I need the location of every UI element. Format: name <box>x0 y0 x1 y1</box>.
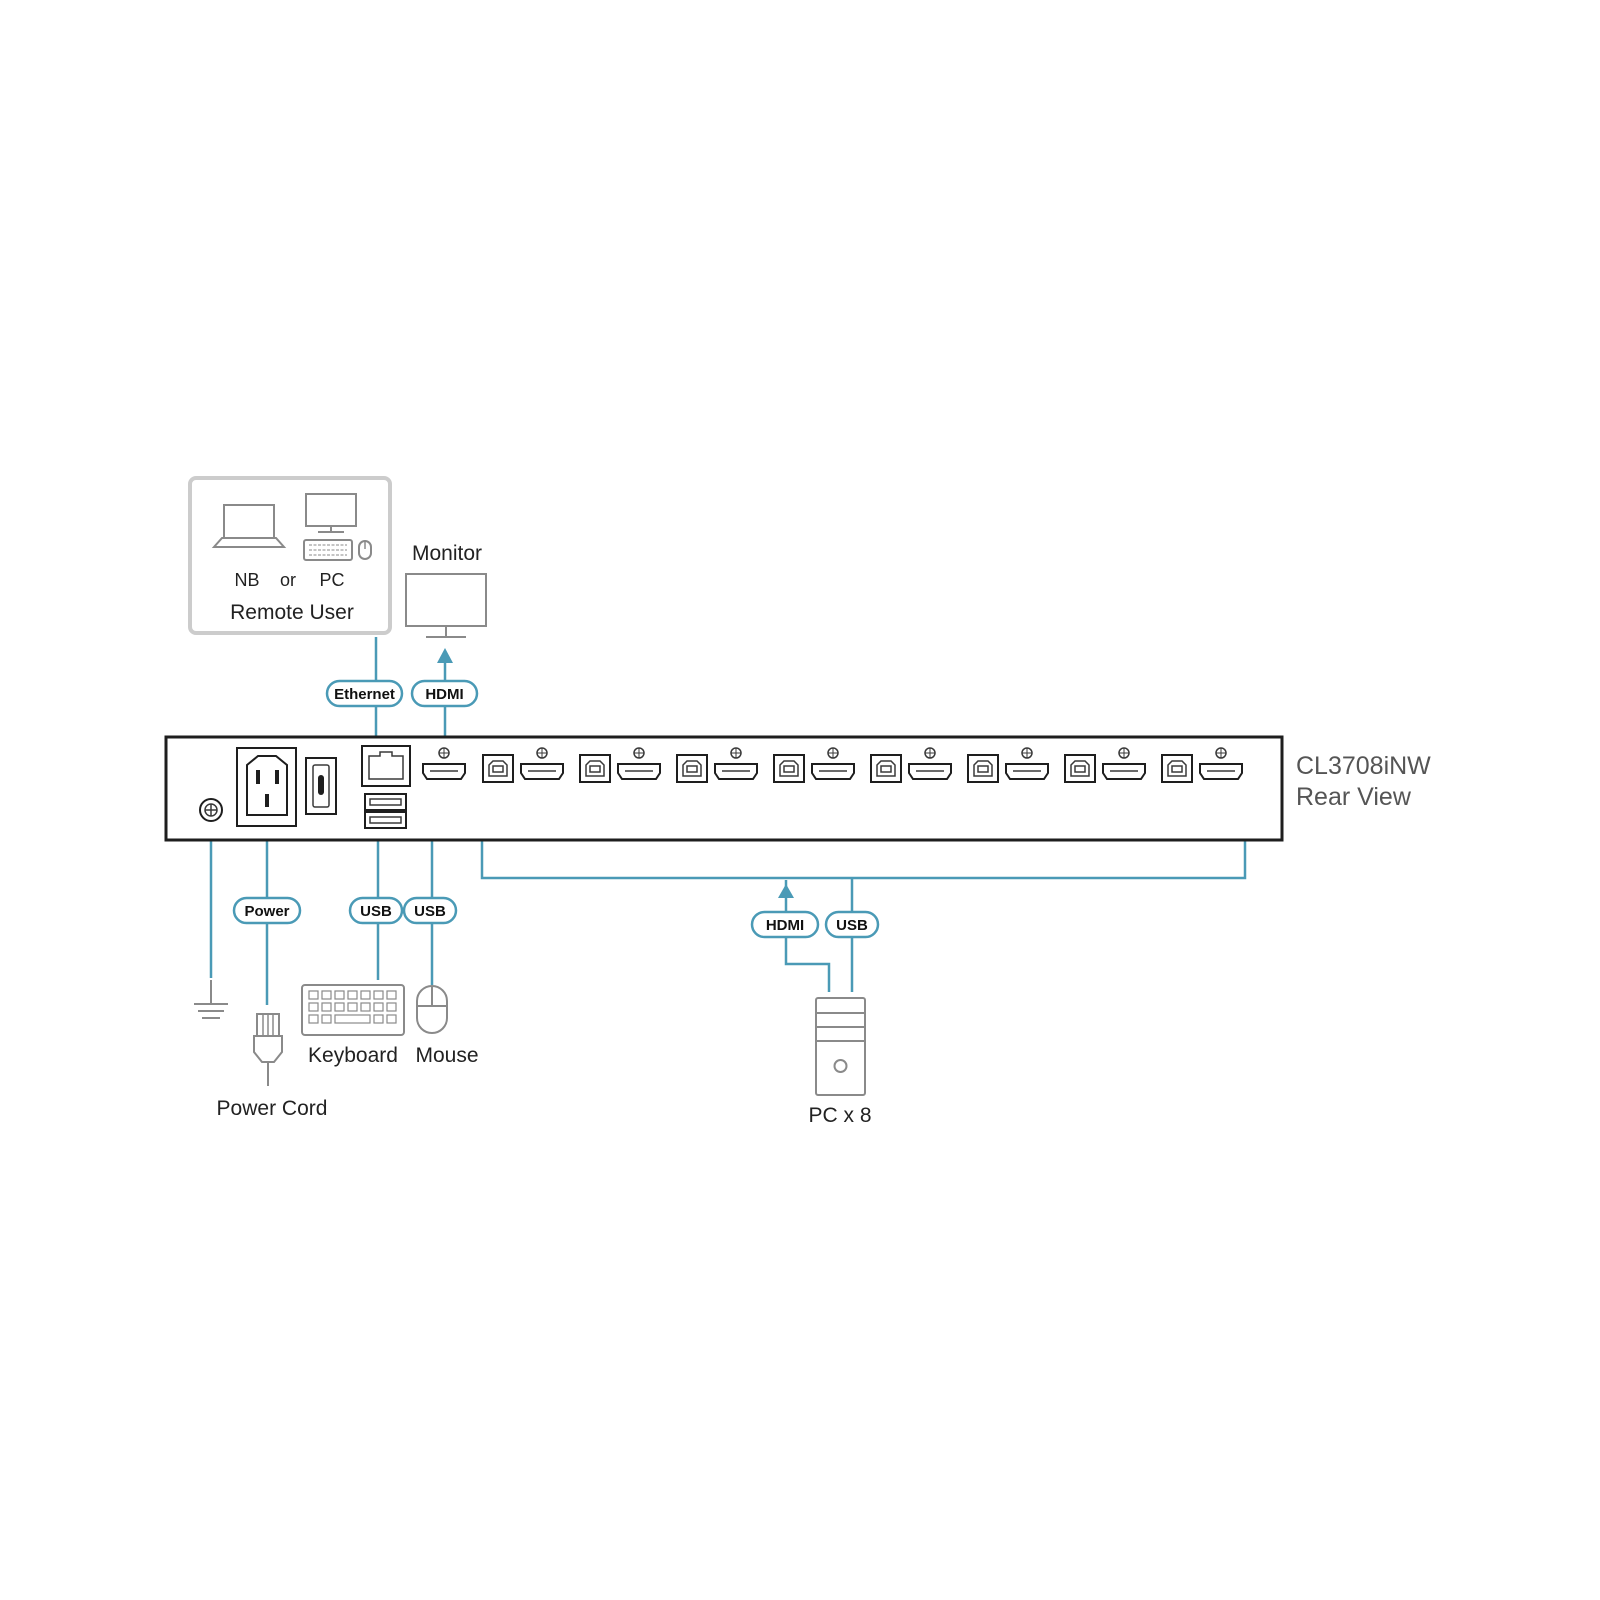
ethernet-port-icon <box>361 745 411 787</box>
power-inlet-icon <box>236 747 297 827</box>
keyboard-label: Keyboard <box>308 1044 398 1067</box>
power-cable-label: Power <box>232 896 302 925</box>
keyboard-key <box>373 990 384 1000</box>
usb-b-port-icon <box>676 754 708 783</box>
mouse-usb-cable-label: USB <box>402 896 458 925</box>
keyboard-icon <box>301 984 405 1036</box>
svg-text:HDMI: HDMI <box>766 917 804 934</box>
model-name: CL3708iNW <box>1296 752 1431 780</box>
hdmi-port-icon <box>811 747 855 780</box>
monitor-label: Monitor <box>412 542 482 565</box>
hdmi-port-icon <box>1005 747 1049 780</box>
pc-count-label: PC x 8 <box>808 1104 871 1127</box>
svg-text:Power: Power <box>244 903 289 920</box>
kvm-rear-panel <box>164 735 1284 842</box>
usb-b-port-icon <box>579 754 611 783</box>
hdmi-console-cable-label: HDMI <box>410 679 479 708</box>
laptop-icon <box>211 504 287 548</box>
or-label: or <box>280 570 296 590</box>
mouse-icon <box>416 985 448 1034</box>
hdmi-input-arrow-icon <box>778 884 794 898</box>
keyboard-key <box>386 1002 397 1012</box>
ground-symbol-icon <box>194 980 228 1019</box>
svg-text:USB: USB <box>836 917 868 934</box>
usb-b-port-icon <box>773 754 805 783</box>
kvm-port-5 <box>870 747 952 783</box>
mouse-label: Mouse <box>415 1044 478 1067</box>
keyboard-key <box>321 990 332 1000</box>
keyboard-key <box>373 1014 384 1024</box>
keyboard-usb-cable-label: USB <box>348 896 404 925</box>
kvm-port-7 <box>1064 747 1146 783</box>
hdmi-port-icon <box>908 747 952 780</box>
power-plug-icon <box>253 1013 283 1086</box>
hdmi-port-icon <box>1102 747 1146 780</box>
monitor-icon <box>405 573 487 638</box>
keyboard-key <box>308 1002 319 1012</box>
svg-text:USB: USB <box>414 903 446 920</box>
remote-user-panel: NB or PC Remote User <box>188 476 392 635</box>
nb-label: NB <box>234 570 259 590</box>
kvm-port-8 <box>1161 747 1243 783</box>
keyboard-key <box>334 990 345 1000</box>
keyboard-key <box>373 1002 384 1012</box>
keyboard-key <box>308 990 319 1000</box>
usb-b-port-icon <box>482 754 514 783</box>
kvm-port-3 <box>676 747 758 783</box>
keyboard-key <box>347 990 358 1000</box>
power-switch-icon <box>305 757 337 815</box>
keyboard-key <box>386 990 397 1000</box>
usb-b-port-icon <box>967 754 999 783</box>
desktop-pc-icon <box>303 493 372 561</box>
usb-b-port-icon <box>1064 754 1096 783</box>
usb-console-ports-icon <box>364 793 407 829</box>
ethernet-cable-label: Ethernet <box>325 679 404 708</box>
kvm-port-group <box>482 747 1243 783</box>
pc-label: PC <box>319 570 344 590</box>
remote-user-title: Remote User <box>230 601 354 624</box>
pc-hdmi-cable-label: HDMI <box>750 910 820 939</box>
keyboard-key <box>360 990 371 1000</box>
pc-usb-cable-label: USB <box>824 910 880 939</box>
hdmi-port-icon <box>714 747 758 780</box>
hdmi-port-icon <box>520 747 564 780</box>
keyboard-keys <box>308 990 397 1024</box>
keyboard-key <box>360 1002 371 1012</box>
pc-tower-icon <box>815 997 866 1096</box>
svg-text:USB: USB <box>360 903 392 920</box>
kvm-port-6 <box>967 747 1049 783</box>
keyboard-key <box>334 1002 345 1012</box>
view-name: Rear View <box>1296 783 1412 811</box>
keyboard-key <box>386 1014 397 1024</box>
keyboard-key <box>334 1014 371 1024</box>
hdmi-port-icon <box>617 747 661 780</box>
ground-screw-icon <box>199 798 223 822</box>
kvm-port-4 <box>773 747 855 783</box>
hdmi-port-icon <box>1199 747 1243 780</box>
usb-b-port-icon <box>870 754 902 783</box>
hdmi-console-port-icon <box>422 747 466 780</box>
svg-text:HDMI: HDMI <box>425 686 463 703</box>
hdmi-output-arrow-icon <box>437 648 453 663</box>
keyboard-key <box>321 1014 332 1024</box>
usb-b-port-icon <box>1161 754 1193 783</box>
keyboard-key <box>321 1002 332 1012</box>
power-cord-label: Power Cord <box>217 1097 328 1120</box>
keyboard-key <box>347 1002 358 1012</box>
keyboard-key <box>308 1014 319 1024</box>
svg-text:Ethernet: Ethernet <box>334 686 395 703</box>
kvm-port-2 <box>579 747 661 783</box>
kvm-port-1 <box>482 747 564 783</box>
